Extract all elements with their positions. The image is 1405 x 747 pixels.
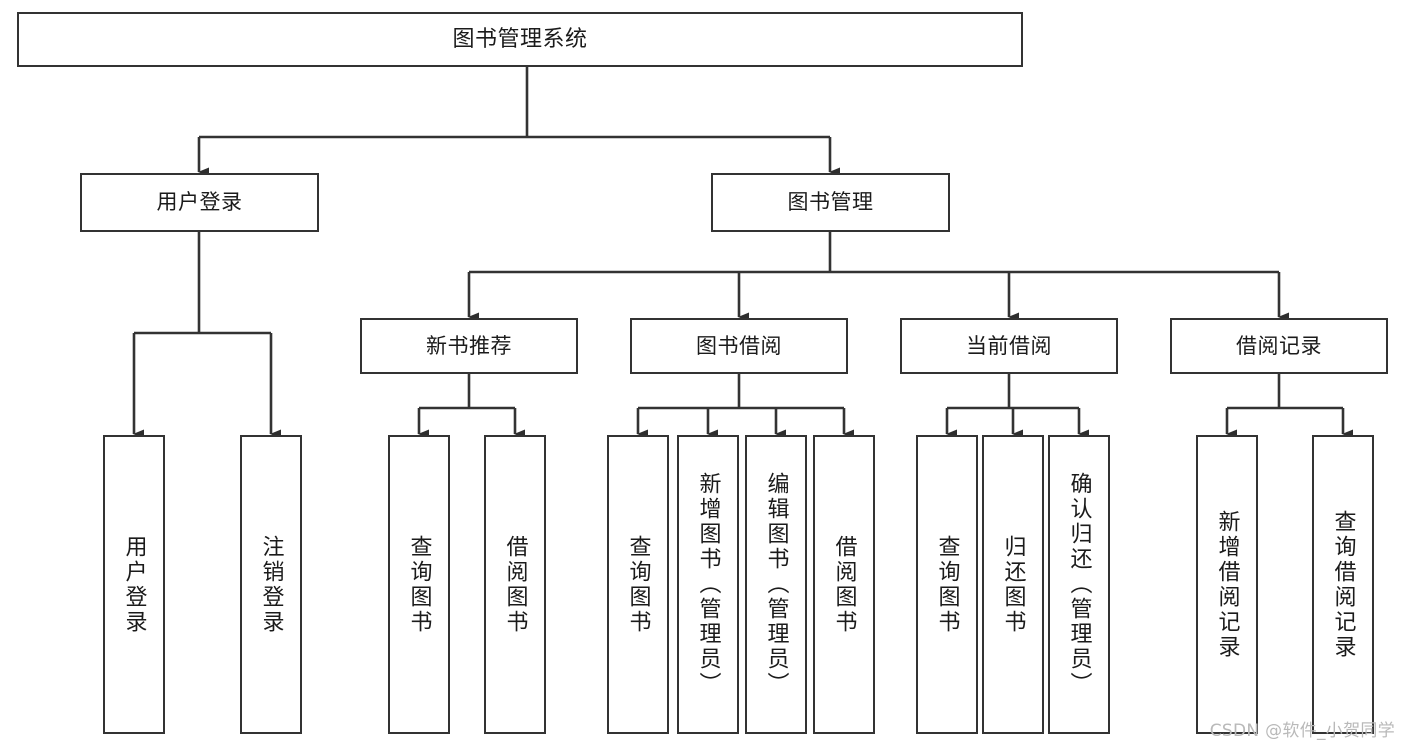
node-label: 注销登录: [258, 534, 284, 635]
node-borrow-book-rec[interactable]: 借阅图书: [484, 435, 546, 734]
node-borrow-book-brw[interactable]: 借阅图书: [813, 435, 875, 734]
node-root-book-management-system[interactable]: 图书管理系统: [17, 12, 1023, 67]
node-query-book-rec[interactable]: 查询图书: [388, 435, 450, 734]
node-label: 编辑图书（管理员）: [763, 472, 789, 697]
node-book-borrowing[interactable]: 图书借阅: [630, 318, 848, 374]
node-borrowing-record[interactable]: 借阅记录: [1170, 318, 1388, 374]
node-label: 用户登录: [121, 534, 147, 635]
node-label: 归还图书: [1000, 534, 1026, 635]
node-confirm-return[interactable]: 确认归还（管理员）: [1048, 435, 1110, 734]
node-query-record[interactable]: 查询借阅记录: [1312, 435, 1374, 734]
node-label: 借阅图书: [502, 534, 528, 635]
node-label: 用户登录: [156, 190, 243, 215]
node-label: 新书推荐: [426, 333, 512, 358]
node-logout[interactable]: 注销登录: [240, 435, 302, 734]
node-label: 当前借阅: [966, 333, 1052, 358]
node-label: 查询图书: [625, 534, 651, 635]
node-label: 新增借阅记录: [1214, 509, 1240, 660]
node-label: 借阅记录: [1236, 333, 1322, 358]
node-label: 查询借阅记录: [1330, 509, 1356, 660]
node-edit-book[interactable]: 编辑图书（管理员）: [745, 435, 807, 734]
node-add-record[interactable]: 新增借阅记录: [1196, 435, 1258, 734]
node-query-book-cur[interactable]: 查询图书: [916, 435, 978, 734]
node-add-book[interactable]: 新增图书（管理员）: [677, 435, 739, 734]
node-label: 确认归还（管理员）: [1066, 472, 1092, 697]
node-book-management[interactable]: 图书管理: [711, 173, 950, 232]
node-current-borrowing[interactable]: 当前借阅: [900, 318, 1118, 374]
node-label: 查询图书: [934, 534, 960, 635]
node-label: 查询图书: [406, 534, 432, 635]
node-label: 图书管理: [787, 190, 874, 215]
node-query-book-brw[interactable]: 查询图书: [607, 435, 669, 734]
node-label: 借阅图书: [831, 534, 857, 635]
csdn-watermark: CSDN @软件_小贺同学: [1209, 721, 1395, 741]
node-return-book[interactable]: 归还图书: [982, 435, 1044, 734]
node-label: 图书管理系统: [452, 26, 588, 52]
node-user-login[interactable]: 用户登录: [103, 435, 165, 734]
node-new-book-recommendation[interactable]: 新书推荐: [360, 318, 578, 374]
node-user-login[interactable]: 用户登录: [80, 173, 319, 232]
node-label: 新增图书（管理员）: [695, 472, 721, 697]
node-label: 图书借阅: [696, 333, 782, 358]
